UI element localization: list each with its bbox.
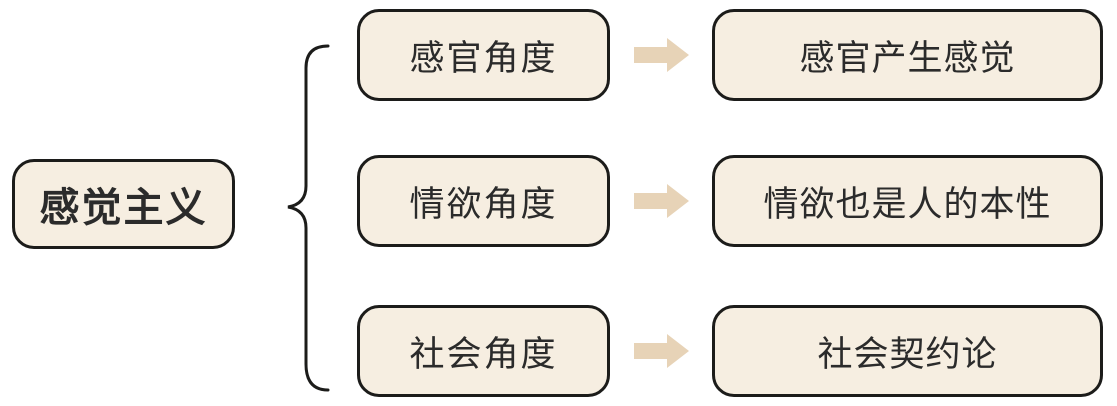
branch-node-social: 社会角度 [357, 305, 610, 397]
result-node-label: 社会契约论 [817, 334, 998, 374]
right-arrow-icon [634, 184, 689, 218]
branch-node-label: 情欲角度 [409, 184, 558, 224]
branch-node-sensory: 感官角度 [357, 9, 610, 101]
right-arrow-icon [634, 38, 689, 72]
result-node-sensory: 感官产生感觉 [712, 9, 1103, 101]
left-brace [287, 44, 330, 392]
branch-node-label: 感官角度 [409, 38, 558, 78]
result-node-label: 情欲也是人的本性 [763, 184, 1052, 224]
root-node: 感觉主义 [12, 159, 235, 249]
branch-node-label: 社会角度 [409, 334, 558, 374]
root-node-label: 感觉主义 [39, 186, 208, 230]
result-node-label: 感官产生感觉 [799, 38, 1016, 78]
branch-node-desire: 情欲角度 [357, 155, 610, 247]
result-node-desire: 情欲也是人的本性 [712, 155, 1103, 247]
result-node-social: 社会契约论 [712, 305, 1103, 397]
right-arrow-icon [634, 334, 689, 368]
